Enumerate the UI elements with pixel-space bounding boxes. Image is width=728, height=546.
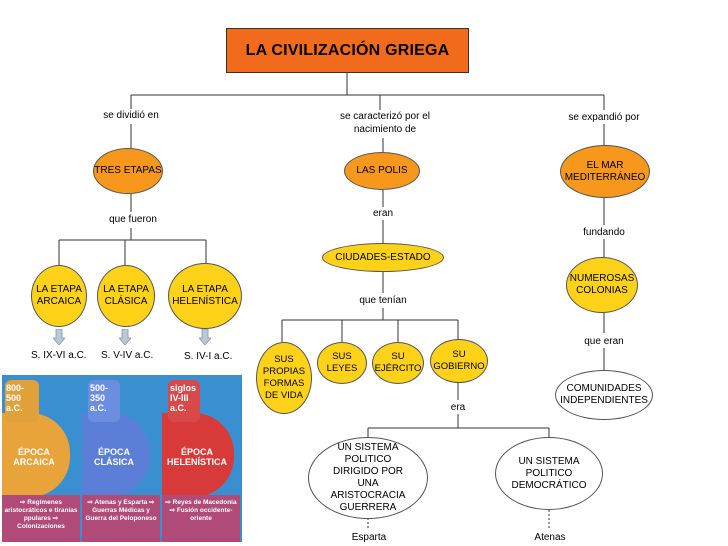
date-badge	[88, 380, 120, 422]
epoch-classic-bullets: ⇨ Atenas y Esparta ⇨ Guerras Médicas y G…	[85, 499, 157, 522]
epoch-hellenistic-bullets: ⇨ Reyes de Macedonia ⇨ Fusión occidente-…	[165, 499, 237, 522]
down-arrow-icon	[53, 329, 65, 345]
city-sparta: Esparta	[345, 531, 393, 544]
epoch-classic-panel: 500- 350 a.C. ÉPOCA CLÁSICA ⇨ Atenas y E…	[82, 375, 162, 542]
epoch-hellenistic-date: siglos IV-III a.C.	[170, 383, 197, 413]
page-title: LA CIVILIZACIÓN GRIEGA	[226, 28, 469, 73]
label-characterized: se caracterizó por el nacimiento de	[330, 110, 440, 136]
label-were-polis: eran	[366, 207, 400, 220]
node-polis: LAS POLIS	[344, 152, 420, 190]
epoch-archaic-bullets: ⇨ Regímenes aristocráticos e tiranías pp…	[4, 499, 78, 530]
node-city-states: CIUDADES-ESTADO	[322, 243, 444, 272]
epoch-hellenistic-name: ÉPOCA HELENÍSTICA	[166, 447, 227, 467]
epoch-shape	[162, 413, 234, 497]
down-arrow-icon	[199, 329, 211, 345]
date-badge	[168, 380, 200, 422]
node-independent: COMUNIDADES INDEPENDIENTES	[555, 370, 653, 420]
node-ways-of-life: SUS PROPIAS FORMAS DE VIDA	[256, 342, 312, 414]
label-were: que fueron	[103, 213, 163, 226]
century-hellenistic: S. IV-I a.C.	[184, 351, 233, 362]
epoch-hellenistic-panel: siglos IV-III a.C. ÉPOCA HELENÍSTICA ⇨ R…	[162, 375, 242, 542]
node-stage-hellenistic: LA ETAPA HELENÍSTICA	[168, 263, 242, 329]
node-aristocracy: UN SISTEMA POLITICO DIRIGIDO POR UNA ARI…	[308, 437, 428, 519]
node-stage-classic: LA ETAPA CLÁSICA	[97, 265, 155, 327]
epoch-archaic-name: ÉPOCA ARCAICA	[13, 447, 55, 467]
label-which-were: que eran	[576, 335, 632, 348]
city-athens: Atenas	[527, 531, 573, 544]
century-archaic: S. IX-VI a.C.	[31, 350, 87, 361]
epochs-image: 800- 500 a.C. ÉPOCA ARCAICA ⇨ Regímenes …	[2, 375, 242, 542]
epoch-classic-name: ÉPOCA CLÁSICA	[94, 447, 134, 467]
bullets-box	[162, 495, 240, 542]
date-badge	[5, 380, 39, 422]
epoch-archaic-date: 800- 500 a.C.	[6, 383, 25, 413]
node-colonies: NUMEROSAS COLONIAS	[566, 257, 638, 313]
bullets-box	[82, 495, 160, 542]
epoch-shape	[82, 413, 150, 497]
node-democracy: UN SISTEMA POLITICO DEMOCRÁTICO	[495, 437, 603, 510]
epoch-shape	[2, 413, 70, 497]
down-arrow-icon	[119, 329, 131, 345]
node-mediterranean: EL MAR MEDITERRÁNEO	[560, 145, 650, 198]
node-stage-archaic: LA ETAPA ARCAICA	[31, 265, 87, 327]
label-had: que tenían	[350, 294, 416, 307]
label-divided: se dividió en	[88, 109, 174, 122]
node-laws: SUS LEYES	[317, 342, 367, 384]
epoch-classic-date: 500- 350 a.C.	[90, 383, 109, 413]
bullets-box	[2, 495, 80, 542]
node-army: SU EJÉRCITO	[372, 342, 424, 384]
label-expanded: se expandió por	[558, 111, 650, 124]
epoch-archaic-panel: 800- 500 a.C. ÉPOCA ARCAICA ⇨ Regímenes …	[2, 375, 82, 542]
node-three-stages: TRES ETAPAS	[93, 148, 163, 194]
century-classic: S. V-IV a.C.	[101, 350, 154, 361]
label-founding: fundando	[576, 226, 632, 239]
label-was: era	[444, 401, 472, 414]
node-government: SU GOBIERNO	[430, 339, 488, 383]
